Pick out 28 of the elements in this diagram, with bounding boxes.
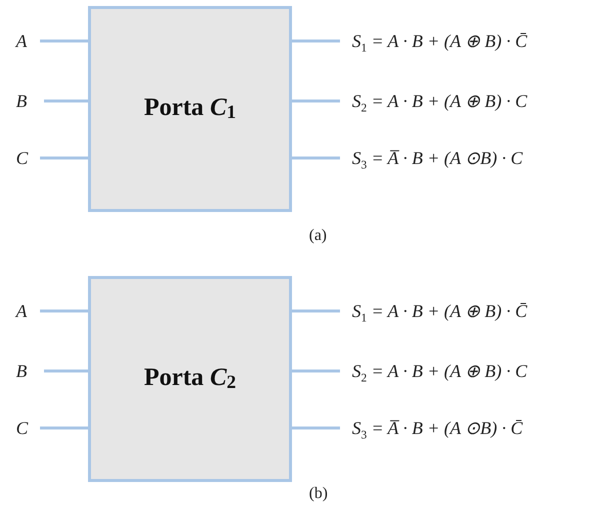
wire-line: [292, 426, 340, 430]
wire-line: [40, 40, 88, 42]
panel-caption: (b): [309, 485, 328, 503]
input-label: A: [6, 299, 40, 323]
wire-line: [292, 370, 340, 372]
wire-line: [40, 156, 88, 160]
input-label: B: [6, 359, 44, 383]
wire-line: [40, 426, 88, 430]
output-equation: S$_{3}$ = A̅ · B + (A ⊙B) · C: [340, 145, 610, 171]
panel-caption: (a): [309, 227, 327, 245]
input-label: C: [6, 146, 40, 170]
output-equation: S$_{2}$ = A · B + (A ⊕ B) · C: [340, 358, 610, 384]
input-label: A: [6, 29, 40, 53]
output-equation: S$_{1}$ = A · B + (A ⊕ B) · C̄: [340, 298, 610, 324]
wire-line: [44, 370, 88, 372]
gate-box: Porta C$_{1}$: [88, 6, 292, 212]
wire-line: [44, 100, 88, 102]
gate-box: Porta C$_{2}$: [88, 276, 292, 482]
output-equation: S$_{3}$ = A̅ · B + (A ⊙B) · C̄: [340, 415, 610, 441]
wire-line: [292, 310, 340, 312]
wire-line: [292, 40, 340, 42]
input-label: B: [6, 89, 44, 113]
wire-line: [292, 156, 340, 160]
output-equation: S$_{1}$ = A · B + (A ⊕ B) · C̄: [340, 28, 610, 54]
wire-line: [292, 100, 340, 102]
input-label: C: [6, 416, 40, 440]
output-equation: S$_{2}$ = A · B + (A ⊕ B) · C: [340, 88, 610, 114]
wire-line: [40, 310, 88, 312]
